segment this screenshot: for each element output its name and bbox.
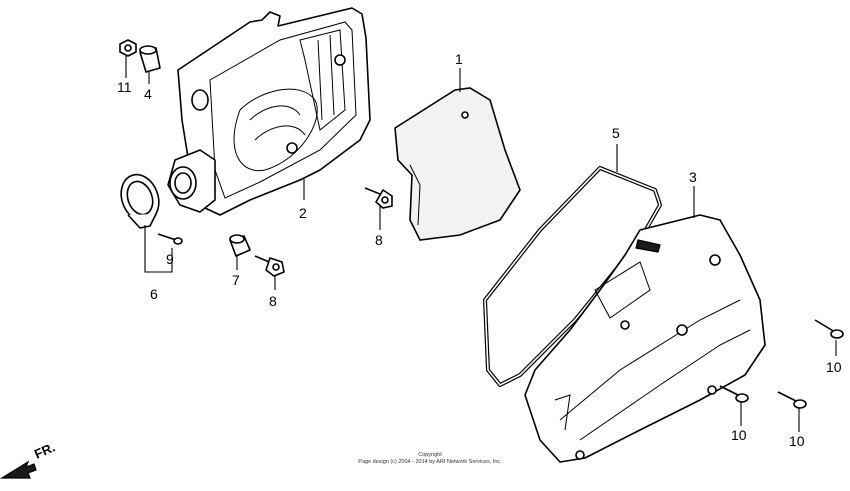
copyright-line-1: Copyright (418, 452, 442, 458)
copyright-notice: Copyright Page design (c) 2004 - 2014 by… (300, 452, 560, 466)
bolt-part-8-upper[interactable] (364, 187, 393, 209)
callout-7: 7 (232, 272, 240, 288)
screw-part-10-right[interactable] (814, 319, 844, 339)
air-cleaner-case[interactable] (167, 7, 371, 216)
screw-part-9[interactable] (157, 233, 183, 245)
callout-10-right: 10 (826, 359, 842, 375)
collar-part-7[interactable] (229, 234, 251, 257)
callout-4: 4 (144, 86, 152, 102)
air-cleaner-cover[interactable] (524, 214, 766, 463)
collar-part-4[interactable] (139, 45, 161, 73)
callout-9: 9 (166, 251, 174, 267)
copyright-line-2: Page design (c) 2004 - 2014 by ARI Netwo… (358, 458, 502, 465)
front-direction-arrow-icon (0, 460, 37, 479)
leader-lines (125, 56, 837, 432)
connecting-tube-band[interactable] (115, 169, 165, 229)
air-filter-element[interactable] (394, 87, 521, 241)
callout-8-upper: 8 (375, 232, 383, 248)
callout-8-lower: 8 (269, 293, 277, 309)
callout-10-middle: 10 (789, 433, 805, 449)
callout-6: 6 (150, 286, 158, 302)
callout-2: 2 (299, 205, 307, 221)
callout-1: 1 (455, 51, 463, 67)
screw-part-10-middle[interactable] (777, 391, 807, 409)
nut-part-11[interactable] (119, 39, 137, 57)
callout-3: 3 (689, 169, 697, 185)
callout-11: 11 (117, 79, 132, 95)
cover-seal[interactable] (483, 166, 662, 387)
callout-10-left: 10 (731, 427, 747, 443)
screw-part-10-left[interactable] (719, 385, 749, 403)
bolt-part-8-lower[interactable] (254, 255, 285, 277)
callout-5: 5 (612, 125, 620, 141)
